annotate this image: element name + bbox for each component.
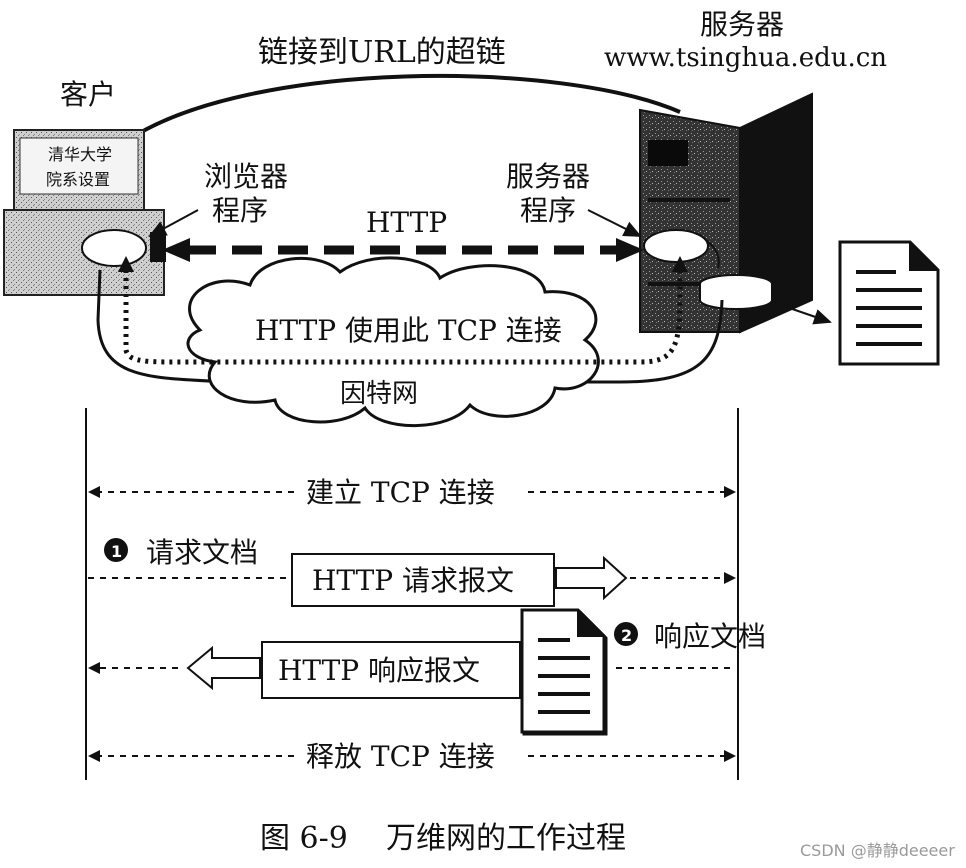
establish-tcp-label: 建立 TCP 连接 xyxy=(306,476,495,509)
response-arrow-head xyxy=(88,662,100,674)
release-arrow-right xyxy=(724,750,736,762)
establish-arrow-left xyxy=(88,486,100,498)
server-program-label-line2: 程序 xyxy=(520,194,576,227)
browser-ellipse xyxy=(81,229,147,267)
server-title: 服务器 xyxy=(700,8,784,41)
tcp-dotted-path xyxy=(123,262,683,365)
response-hollow-arrow xyxy=(186,645,261,691)
server-program-ellipse xyxy=(643,229,709,263)
internet-label: 因特网 xyxy=(340,379,418,409)
browser-label-line2: 程序 xyxy=(212,194,268,227)
figure-caption: 图 6-9 万维网的工作过程 xyxy=(260,821,626,856)
hyperlink-label: 链接到URL的超链 xyxy=(258,35,506,70)
step1-number: 1 xyxy=(111,542,122,561)
step2-label: 响应文档 xyxy=(654,620,766,653)
step2-badge xyxy=(614,622,638,646)
request-arrow-head xyxy=(724,572,736,584)
tcp-usage-label: HTTP 使用此 TCP 连接 xyxy=(255,314,562,347)
response-message-label: HTTP 响应报文 xyxy=(278,654,480,687)
tcp-up-arrow-right xyxy=(672,256,688,272)
server-url: www.tsinghua.edu.cn xyxy=(604,43,887,73)
response-document-icon xyxy=(520,608,608,736)
tcp-up-arrow-left xyxy=(118,256,134,272)
server-program-label-line1: 服务器 xyxy=(506,160,590,193)
browser-leader-line xyxy=(148,209,199,237)
disk-to-document-arrow xyxy=(771,301,832,325)
step2-number: 2 xyxy=(621,626,632,645)
step1-badge xyxy=(104,538,128,562)
request-message-box xyxy=(291,553,555,607)
http-label: HTTP xyxy=(366,206,447,239)
step1-label: 请求文档 xyxy=(146,536,258,569)
client-label: 客户 xyxy=(60,78,116,111)
document-icon xyxy=(838,240,940,366)
http-arrow-right xyxy=(616,238,644,262)
watermark: CSDN @静静deeeer xyxy=(800,841,955,860)
browser-label-line1: 浏览器 xyxy=(204,160,288,193)
hyperlink-arc xyxy=(126,73,681,142)
response-message-box xyxy=(261,641,521,699)
server-program-leader-line xyxy=(587,209,642,237)
screen-text-line1: 清华大学 xyxy=(48,145,112,164)
establish-arrow-right xyxy=(724,486,736,498)
release-tcp-label: 释放 TCP 连接 xyxy=(306,740,495,773)
http-arrow-left xyxy=(162,238,190,262)
request-hollow-arrow xyxy=(555,555,628,601)
screen-text-line2: 院系设置 xyxy=(46,170,110,189)
disk-icon xyxy=(699,274,773,310)
request-message-label: HTTP 请求报文 xyxy=(312,564,514,597)
internet-cloud xyxy=(186,256,600,428)
release-arrow-left xyxy=(88,750,100,762)
